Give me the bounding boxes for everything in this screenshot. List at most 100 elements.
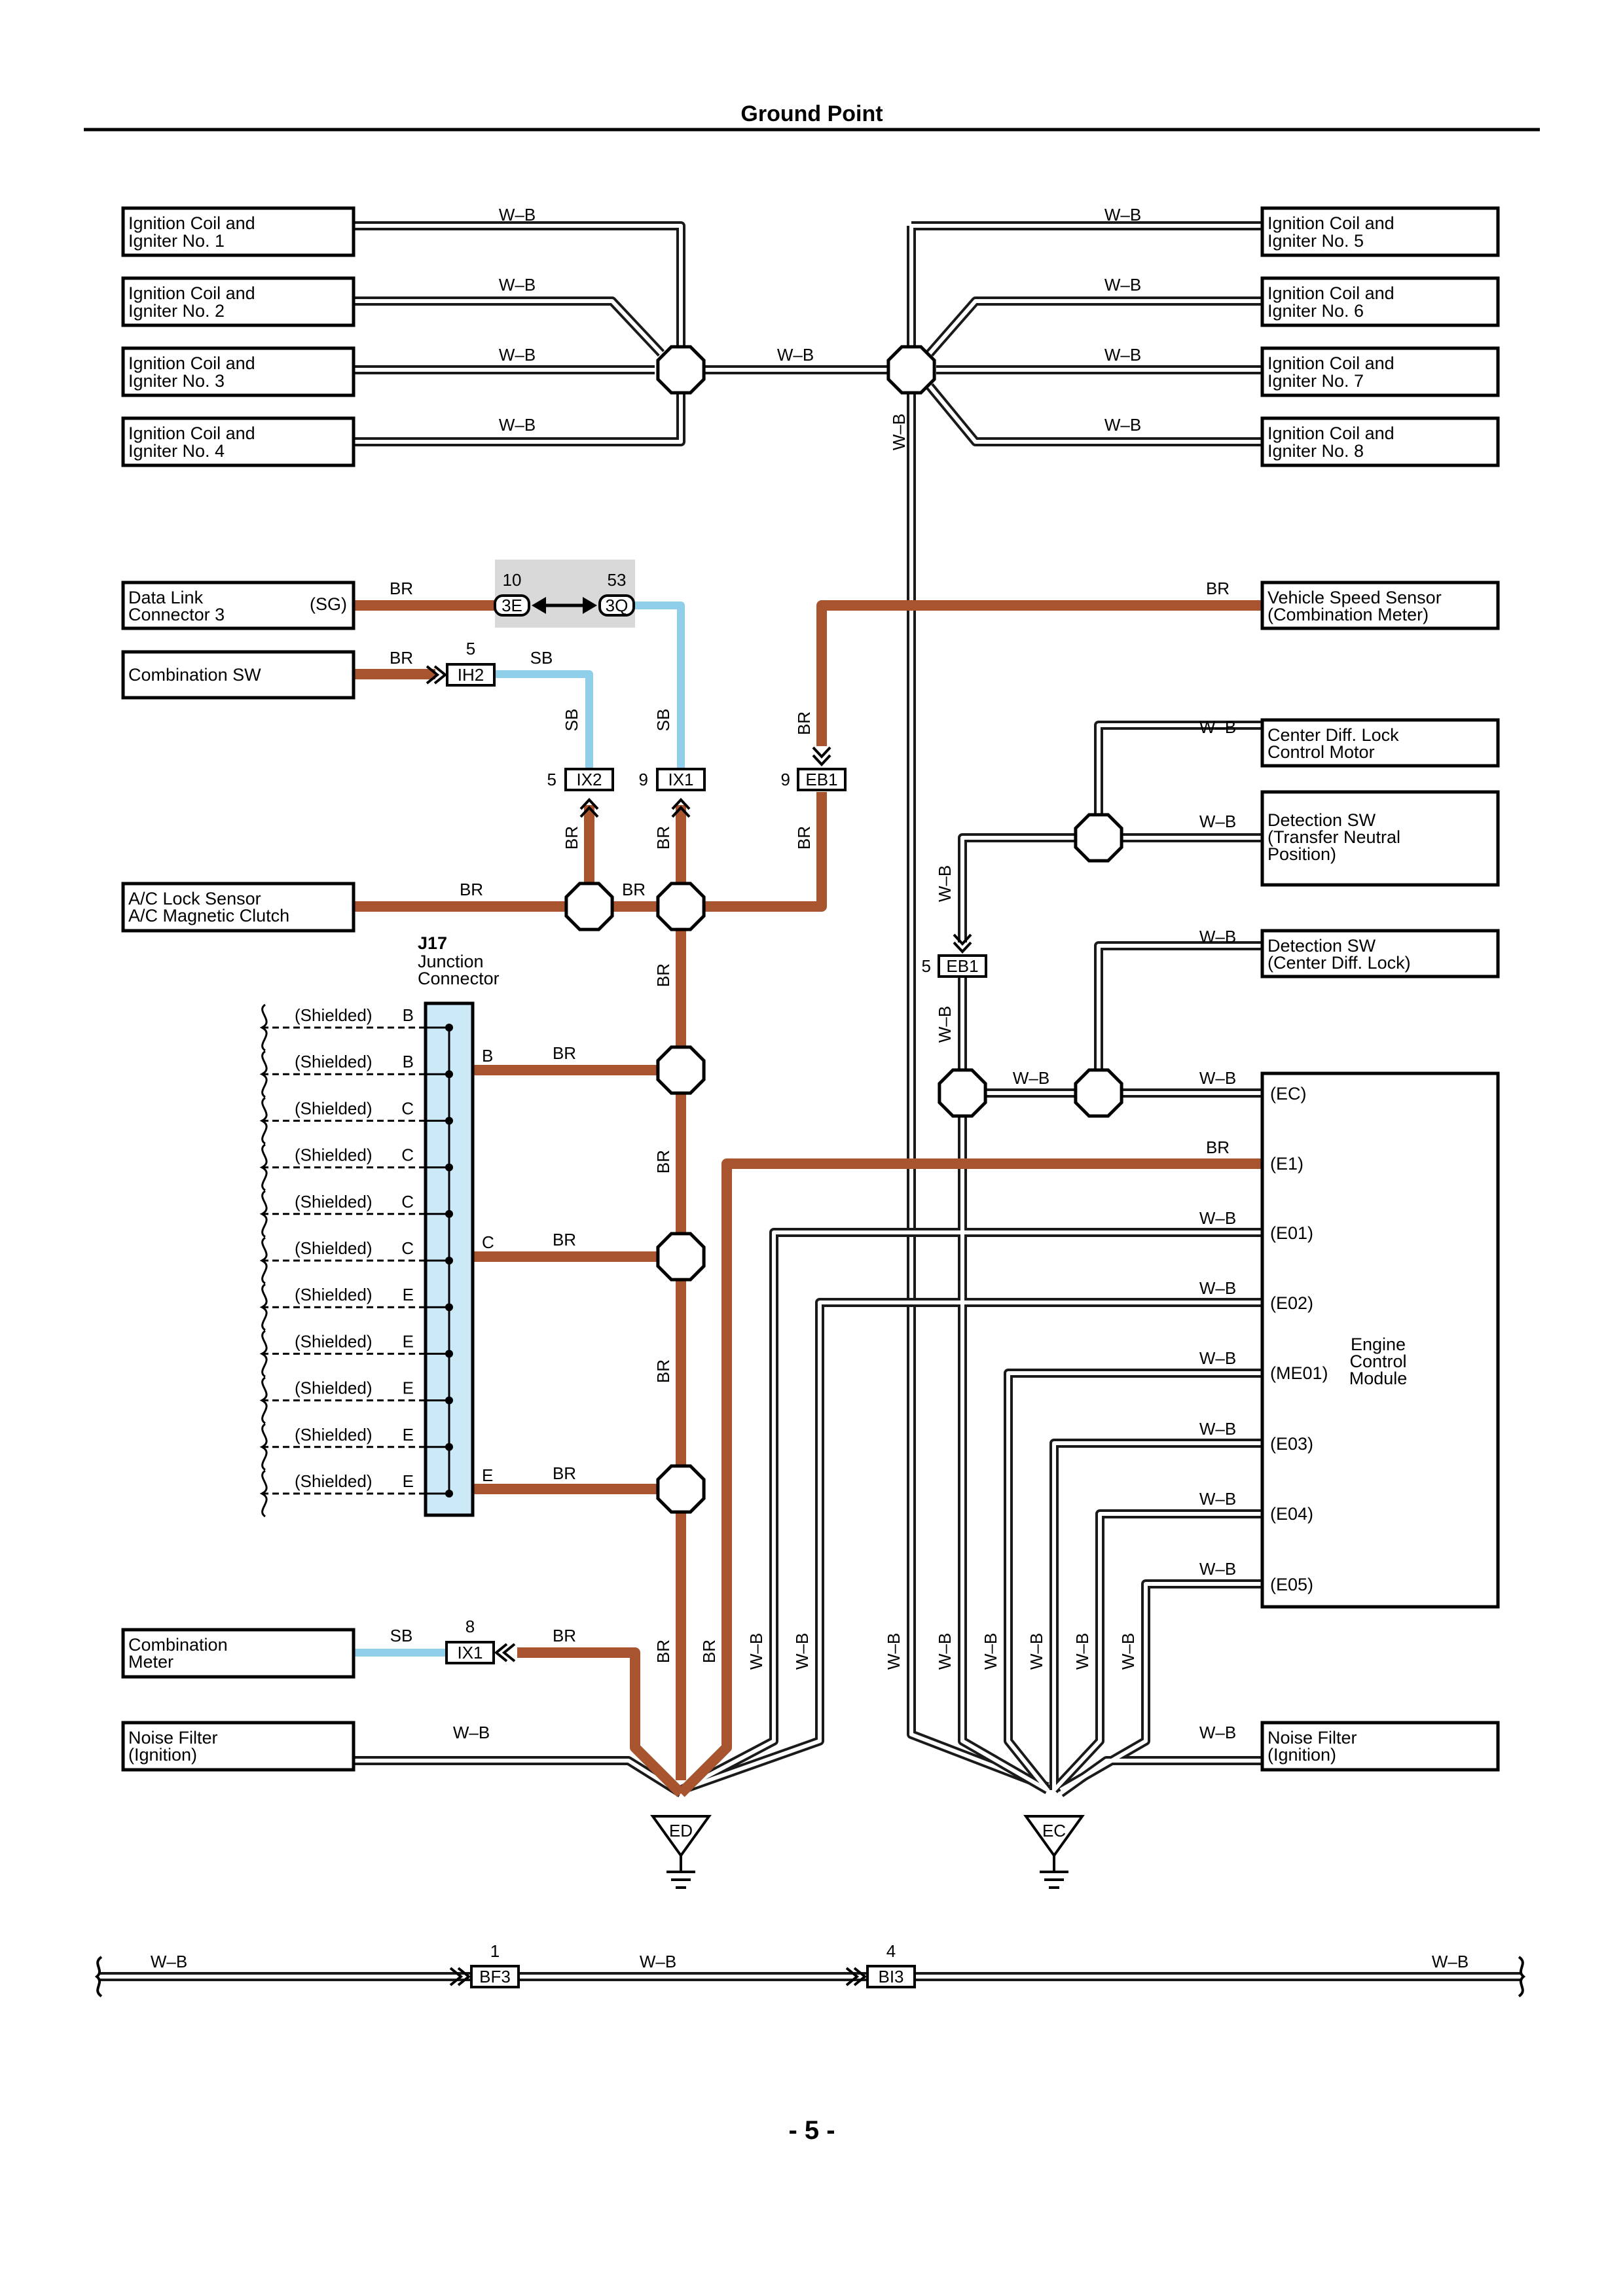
j17-terminal-label: C bbox=[401, 1098, 414, 1118]
svg-text:3Q: 3Q bbox=[606, 596, 629, 615]
component-combination-meter: Combination Meter bbox=[121, 1628, 356, 1679]
component-ign6: Ignition Coil and Igniter No. 6 bbox=[1260, 276, 1500, 327]
shielded-label: (Shielded) bbox=[295, 1052, 373, 1071]
svg-text:(SG): (SG) bbox=[310, 594, 347, 614]
ecm-pin: (E1) bbox=[1270, 1154, 1304, 1174]
j17-terminal-label: E bbox=[403, 1331, 414, 1351]
component-noise-filter-left: Noise Filter (Ignition) bbox=[121, 1721, 356, 1772]
ecm-pin: (E05) bbox=[1270, 1575, 1313, 1594]
wire-label: BR bbox=[553, 1463, 576, 1483]
svg-text:3E: 3E bbox=[501, 596, 522, 615]
wire-label: BR bbox=[390, 579, 413, 598]
component-noise-filter-right: Noise Filter (Ignition) bbox=[1260, 1721, 1500, 1772]
shielded-label: (Shielded) bbox=[295, 1285, 373, 1304]
connector-ih2: IH2 5 bbox=[426, 639, 496, 687]
svg-text:EB1: EB1 bbox=[946, 956, 978, 976]
svg-text:Igniter No. 7: Igniter No. 7 bbox=[1267, 371, 1364, 391]
splice-point bbox=[656, 1464, 706, 1514]
j17-node bbox=[445, 1490, 453, 1498]
component-ign3: Ignition Coil and Igniter No. 3 bbox=[121, 346, 356, 397]
svg-text:Igniter No. 5: Igniter No. 5 bbox=[1267, 231, 1364, 251]
svg-text:Igniter No. 3: Igniter No. 3 bbox=[128, 371, 225, 391]
svg-text:4: 4 bbox=[886, 1941, 896, 1961]
svg-text:Igniter No. 1: Igniter No. 1 bbox=[128, 231, 225, 251]
wire-label: W–B bbox=[1118, 1633, 1138, 1670]
sb-wires bbox=[354, 601, 685, 1657]
component-vehicle-speed-sensor: Vehicle Speed Sensor (Combination Meter) bbox=[1260, 581, 1500, 630]
j17-terminal-label: E bbox=[403, 1285, 414, 1304]
splice-point bbox=[564, 882, 614, 931]
svg-text:IX1: IX1 bbox=[668, 770, 693, 789]
wire-label: W–B bbox=[884, 1633, 903, 1670]
wire-label: W–B bbox=[1199, 1489, 1236, 1509]
svg-text:(Center Diff. Lock): (Center Diff. Lock) bbox=[1267, 953, 1411, 973]
j17-node bbox=[445, 1210, 453, 1218]
j17-node bbox=[445, 1396, 453, 1405]
component-ign1: Ignition Coil and Igniter No. 1 bbox=[121, 206, 356, 257]
svg-text:Ignition Coil and: Ignition Coil and bbox=[1267, 213, 1395, 233]
connector-ix2: IX2 5 bbox=[547, 768, 614, 818]
svg-text:Position): Position) bbox=[1267, 844, 1336, 864]
j17-terminal-label: C bbox=[401, 1145, 414, 1165]
component-ac-lock-sensor: A/C Lock Sensor A/C Magnetic Clutch bbox=[121, 882, 356, 933]
wire-label: W–B bbox=[792, 1633, 812, 1670]
wire-label: BR bbox=[653, 1640, 673, 1663]
shielded-label: (Shielded) bbox=[295, 1098, 373, 1118]
shielded-label: (Shielded) bbox=[295, 1425, 373, 1444]
connector-ix1: IX1 9 bbox=[639, 768, 706, 818]
component-ign8: Ignition Coil and Igniter No. 8 bbox=[1260, 416, 1500, 467]
svg-text:Ignition Coil and: Ignition Coil and bbox=[1267, 423, 1395, 443]
wire-label: BR bbox=[390, 648, 413, 668]
wire-label: SB bbox=[530, 648, 553, 668]
ignition-ground-wires bbox=[354, 221, 1262, 1791]
svg-text:A/C Lock Sensor: A/C Lock Sensor bbox=[128, 889, 261, 908]
j17-node bbox=[445, 1303, 453, 1312]
wire-label: BR bbox=[622, 880, 646, 899]
svg-text:Combination: Combination bbox=[128, 1635, 228, 1655]
j17-node bbox=[445, 1350, 453, 1358]
wire-label: W–B bbox=[1199, 1419, 1236, 1439]
svg-text:(Transfer Neutral: (Transfer Neutral bbox=[1267, 827, 1400, 847]
wire-label: W–B bbox=[935, 1006, 955, 1043]
j17-node bbox=[445, 1024, 453, 1031]
svg-text:Ignition Coil and: Ignition Coil and bbox=[128, 423, 255, 443]
svg-text:Center Diff. Lock: Center Diff. Lock bbox=[1267, 725, 1399, 745]
splice-point bbox=[938, 1068, 987, 1118]
wire-label: W–B bbox=[499, 345, 536, 365]
wire-label: W–B bbox=[1199, 1559, 1236, 1579]
svg-text:Ignition Coil and: Ignition Coil and bbox=[1267, 353, 1395, 373]
wire-label: W–B bbox=[499, 415, 536, 435]
j17-node bbox=[445, 1117, 453, 1125]
svg-text:Junction: Junction bbox=[418, 952, 484, 971]
shielded-label: (Shielded) bbox=[295, 1331, 373, 1351]
wire-label: BR bbox=[553, 1043, 576, 1063]
svg-text:IX1: IX1 bbox=[457, 1643, 483, 1662]
svg-text:Noise Filter: Noise Filter bbox=[1267, 1728, 1357, 1748]
svg-text:BF3: BF3 bbox=[479, 1967, 511, 1986]
svg-text:Igniter No. 8: Igniter No. 8 bbox=[1267, 441, 1364, 461]
svg-text:5: 5 bbox=[547, 770, 556, 789]
component-combination-sw: Combination SW bbox=[121, 650, 356, 700]
wire-label: W–B bbox=[151, 1952, 187, 1971]
svg-text:9: 9 bbox=[639, 770, 648, 789]
svg-text:Combination SW: Combination SW bbox=[128, 665, 261, 685]
ecm-pin: (E02) bbox=[1270, 1293, 1313, 1313]
splice-point bbox=[656, 882, 706, 931]
component-ign5: Ignition Coil and Igniter No. 5 bbox=[1260, 206, 1500, 257]
page-title: Ground Point bbox=[740, 101, 883, 126]
connector-bf3: BF3 1 bbox=[449, 1941, 520, 1988]
svg-text:(Ignition): (Ignition) bbox=[1267, 1745, 1336, 1765]
svg-text:Igniter No. 2: Igniter No. 2 bbox=[128, 301, 225, 321]
ecm-pin: (E03) bbox=[1270, 1434, 1313, 1454]
wire-label: W–B bbox=[1199, 1208, 1236, 1228]
wire-label: W–B bbox=[1104, 345, 1141, 365]
splice-point bbox=[656, 1232, 706, 1282]
shielded-label: (Shielded) bbox=[295, 1192, 373, 1211]
wire-label: BR bbox=[460, 880, 483, 899]
j17-terminal-label: E bbox=[403, 1471, 414, 1491]
connector-group-3e-3q: 3E 10 3Q 53 bbox=[494, 560, 635, 628]
svg-text:5: 5 bbox=[922, 956, 931, 976]
wire-label: W–B bbox=[1104, 415, 1141, 435]
wire-label: W–B bbox=[1027, 1633, 1046, 1670]
svg-text:9: 9 bbox=[781, 770, 790, 789]
